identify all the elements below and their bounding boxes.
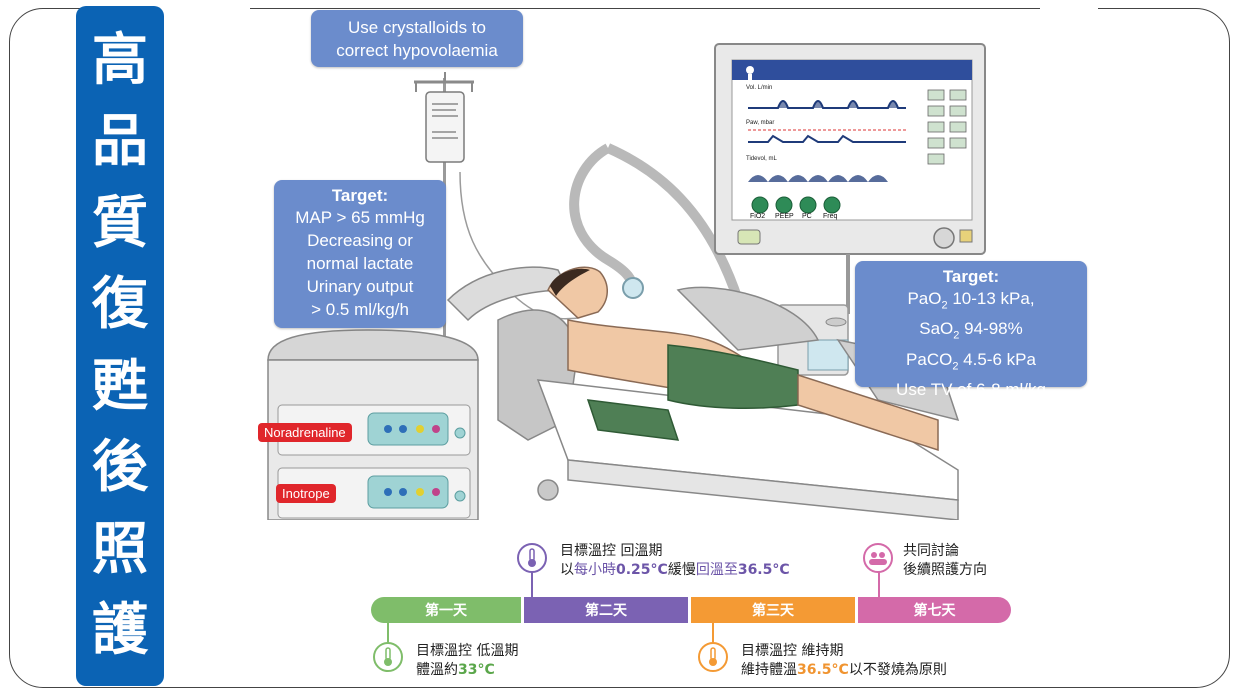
title-char: 品 <box>92 109 148 175</box>
callout-line-tidal-volume: Use TV of 6-8 ml/kg <box>896 380 1046 400</box>
callout-line: normal lactate <box>306 254 414 273</box>
connector-day3 <box>712 623 714 643</box>
callout-line: Urinary output <box>306 277 414 296</box>
title-char: 高 <box>92 27 148 93</box>
callout-line-pao2: PaO2 10-13 kPa, <box>907 289 1035 312</box>
callout-line-sao2: SaO2 94-98% <box>919 319 1023 342</box>
day2-note: 目標溫控 回溫期 以每小時0.25°C緩慢回溫至36.5°C <box>560 543 790 578</box>
callout-line: > 0.5 ml/kg/h <box>311 300 409 319</box>
infusion-cart <box>267 329 479 520</box>
timeline-segment-day1: 第一天 <box>371 597 521 623</box>
callout-line-paco2: PaCO2 4.5-6 kPa <box>906 349 1036 373</box>
noradrenaline-label: Noradrenaline <box>258 423 352 442</box>
timeline-bar: 第一天 第二天 第三天 第七天 <box>371 597 1011 623</box>
iv-bag <box>425 91 579 320</box>
title-char: 復 <box>92 272 148 338</box>
knob-label: Freq <box>823 213 838 220</box>
title-char: 照 <box>92 516 148 582</box>
title-char: 後 <box>92 435 148 501</box>
connector-day2 <box>531 572 533 597</box>
connector-day1 <box>387 623 389 643</box>
trace-label-tidal: Tidevol, mL <box>746 156 777 162</box>
fluids-callout: Use crystalloids to correct hypovolaemia <box>311 10 523 67</box>
timeline-segment-day2: 第二天 <box>524 597 688 623</box>
callout-line: Use crystalloids to <box>348 18 486 37</box>
ventilation-target-callout: Target: PaO2 10-13 kPa, SaO2 94-98% PaCO… <box>855 261 1087 399</box>
timeline-segment-day7: 第七天 <box>858 597 1011 623</box>
timeline-segment-day3: 第三天 <box>691 597 855 623</box>
thermometer-icon <box>373 642 403 672</box>
slide-frame <box>9 8 1230 688</box>
callout-title: Target: <box>331 186 389 205</box>
connector-day7 <box>878 572 880 597</box>
vertical-title-bar: 高 品 質 復 甦 後 照 護 <box>76 6 164 686</box>
callout-line: MAP > 65 mmHg <box>295 208 425 227</box>
inotrope-label: Inotrope <box>276 484 336 503</box>
title-char: 護 <box>92 598 148 664</box>
callout-title: Target: <box>942 267 1000 286</box>
discussion-icon <box>863 543 893 573</box>
ventilator-monitor: Vol. L/min Paw, mbar Tidevol, mL FiO2 PE… <box>714 43 986 314</box>
patient-figure <box>547 266 939 452</box>
day3-note: 目標溫控 維持期 維持體溫36.5°C以不發燒為原則 <box>741 643 947 678</box>
hemodynamic-target-callout: Target: MAP > 65 mmHg Decreasing or norm… <box>274 180 446 328</box>
day1-note: 目標溫控 低溫期 體溫約33°C <box>416 643 519 678</box>
thermometer-icon <box>517 543 547 573</box>
knob-label: PEEP <box>775 213 794 220</box>
title-char: 質 <box>92 190 148 256</box>
callout-line: correct hypovolaemia <box>336 41 498 60</box>
callout-line: Decreasing or <box>307 231 413 250</box>
ventilator-tubing <box>569 143 743 302</box>
day7-note: 共同討論 後續照護方向 <box>903 543 987 578</box>
trace-label-volume: Vol. L/min <box>746 85 772 91</box>
knob-label: PC <box>802 213 812 220</box>
trace-label-pressure: Paw, mbar <box>746 120 774 126</box>
title-char: 甦 <box>92 353 148 419</box>
knob-label: FiO2 <box>750 213 765 220</box>
thermometer-icon <box>698 642 728 672</box>
